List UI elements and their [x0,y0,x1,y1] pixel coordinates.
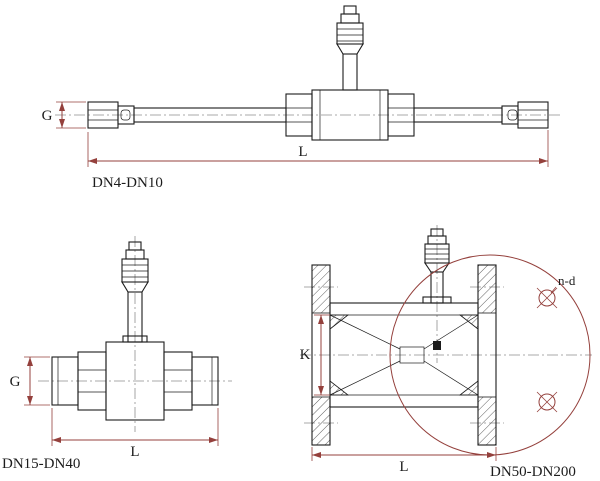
left-flange [311,264,331,446]
dimension-label-l: L [130,444,139,460]
caption-dn4-dn10: DN4-DN10 [92,175,163,191]
turbine-rotor [433,341,441,350]
dimension-label-g: G [42,108,53,124]
dimension-label-g: G [10,374,21,390]
dimension-label-l: L [298,144,307,160]
right-end-fitting [501,101,549,129]
dimension-g: G [42,101,86,129]
sensor-head [336,5,364,91]
drawing-dn15-dn40: G L DN15-DN40 [2,236,232,472]
bolt-hole [538,393,556,411]
dimension-label-l: L [399,459,408,475]
dimension-k: K [300,314,330,396]
meter-body [51,341,219,421]
left-end-fitting [87,101,135,129]
bolt-hole [538,289,556,307]
dimension-label-k: K [300,347,311,363]
drawing-dn4-dn10: G L DN4-DN10 [42,5,560,191]
dimension-label-nd: n-d [558,273,576,288]
drawing-dn50-dn200: n-d K L DN50-DN200 [300,225,592,480]
dimension-g: G [10,356,50,406]
caption-dn50-dn200: DN50-DN200 [490,464,576,480]
dimension-l: L [51,408,219,460]
dimension-l: L [311,447,497,475]
caption-dn15-dn40: DN15-DN40 [2,456,80,472]
dimension-l: L [87,130,549,167]
